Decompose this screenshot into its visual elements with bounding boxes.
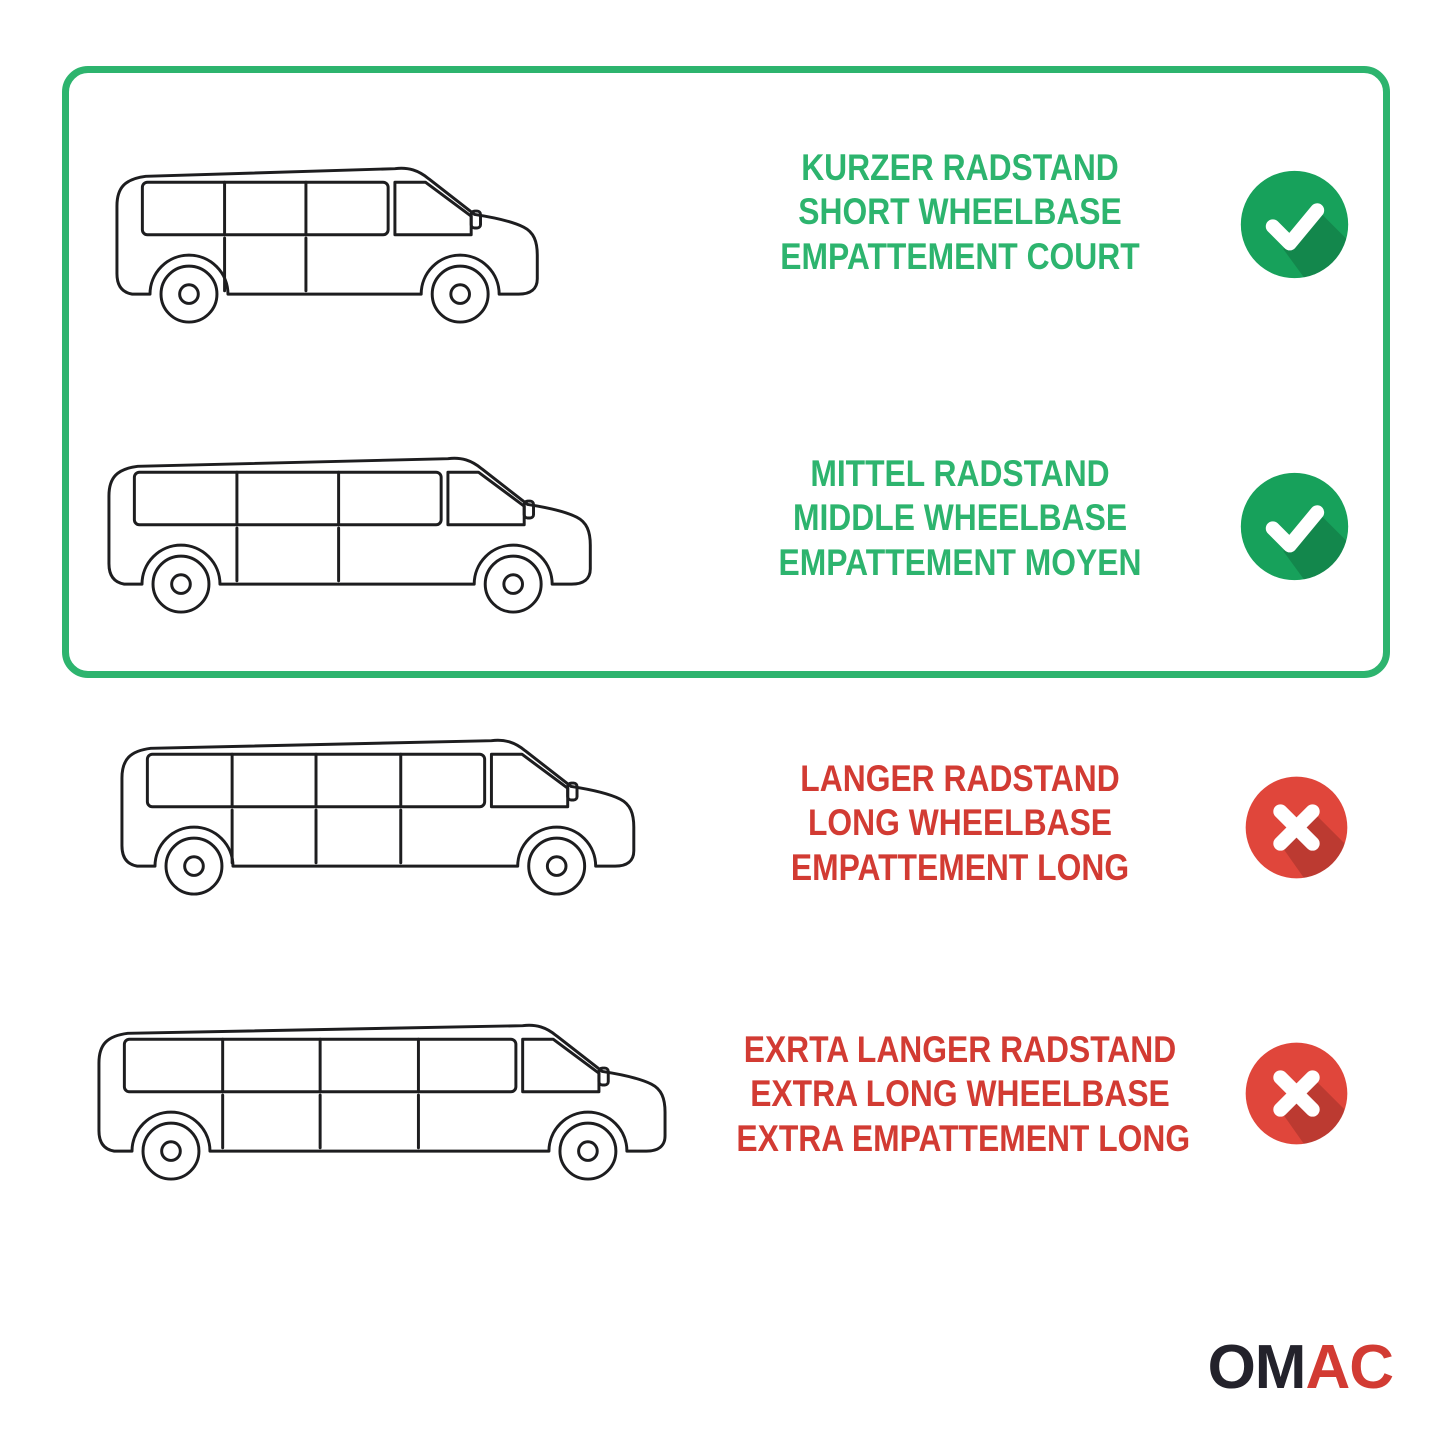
label-line-fr: EXTRA EMPATTEMENT LONG	[736, 1117, 1191, 1159]
label-line-fr: EMPATTEMENT LONG	[790, 846, 1130, 888]
van-illustration-middle-wheelbase	[92, 418, 611, 618]
label-line-en: LONG WHEELBASE	[807, 802, 1113, 844]
brand-logo-red-part: AC	[1305, 1333, 1394, 1402]
van-illustration-extra-long-wheelbase	[82, 985, 685, 1185]
van-illustration-short-wheelbase	[100, 128, 558, 328]
label-line-en: MIDDLE WHEELBASE	[792, 497, 1128, 539]
wheelbase-label-middle: MITTEL RADSTAND MIDDLE WHEELBASE EMPATTE…	[736, 452, 1183, 585]
brand-logo: OMAC	[1208, 1337, 1394, 1399]
wheelbase-label-short: KURZER RADSTAND SHORT WHEELBASE EMPATTEM…	[736, 146, 1183, 279]
label-line-fr: EMPATTEMENT MOYEN	[778, 541, 1142, 583]
label-line-fr: EMPATTEMENT COURT	[780, 235, 1140, 277]
cross-icon	[1245, 776, 1348, 879]
compatible-variants-panel	[62, 66, 1390, 678]
check-icon	[1240, 472, 1349, 581]
check-icon	[1240, 170, 1349, 279]
wheelbase-label-extra-long: EXRTA LANGER RADSTAND EXTRA LONG WHEELBA…	[736, 1028, 1191, 1161]
label-line-en: SHORT WHEELBASE	[798, 191, 1122, 233]
label-line-en: EXTRA LONG WHEELBASE	[750, 1073, 1170, 1115]
van-illustration-long-wheelbase	[105, 700, 654, 900]
brand-logo-dark-part: OM	[1207, 1333, 1307, 1402]
label-line-de: LANGER RADSTAND	[800, 758, 1120, 799]
cross-icon	[1245, 1042, 1348, 1145]
label-line-de: MITTEL RADSTAND	[810, 453, 1110, 494]
label-line-de: EXRTA LANGER RADSTAND	[743, 1029, 1177, 1070]
label-line-de: KURZER RADSTAND	[801, 147, 1119, 188]
wheelbase-label-long: LANGER RADSTAND LONG WHEELBASE EMPATTEME…	[736, 757, 1183, 890]
